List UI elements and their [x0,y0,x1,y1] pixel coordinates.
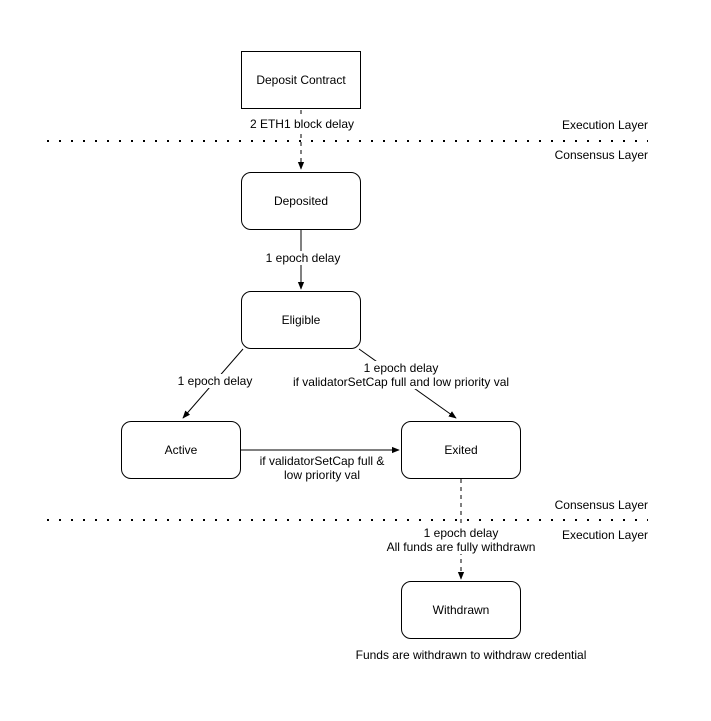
node-exited-label: Exited [444,443,478,457]
edge-label-epoch-delay-exited: 1 epoch delay if validatorSetCap full an… [290,361,512,389]
node-deposited-label: Deposited [273,194,329,208]
node-eligible: Eligible [241,291,361,349]
layer-label-execution-top: Execution Layer [561,118,648,132]
edge-label-eth1-block-delay: 2 ETH1 block delay [247,117,357,131]
node-withdrawn: Withdrawn [401,581,521,639]
node-withdrawn-label: Withdrawn [432,603,490,617]
layer-label-consensus-bottom: Consensus Layer [554,498,648,512]
layer-separator-top [47,140,648,142]
node-exited: Exited [401,421,521,479]
node-active-label: Active [164,443,198,457]
node-deposit-contract-label: Deposit Contract [256,73,346,87]
node-active: Active [121,421,241,479]
layer-label-execution-bottom: Execution Layer [561,528,648,542]
layer-label-consensus-top: Consensus Layer [554,148,648,162]
node-deposited: Deposited [241,172,361,230]
edge-label-epoch-delay-active: 1 epoch delay [175,374,255,388]
node-deposit-contract: Deposit Contract [241,51,361,109]
edge-label-validatorsetcap-active-exited: if validatorSetCap full & low priority v… [257,454,387,482]
edge-label-epoch-delay-withdrawn: 1 epoch delay All funds are fully withdr… [384,526,538,554]
edge-label-epoch-delay-deposited: 1 epoch delay [263,251,343,265]
layer-separator-bottom [47,519,648,521]
node-eligible-label: Eligible [281,313,321,327]
diagram-caption: Funds are withdrawn to withdraw credenti… [355,648,587,662]
